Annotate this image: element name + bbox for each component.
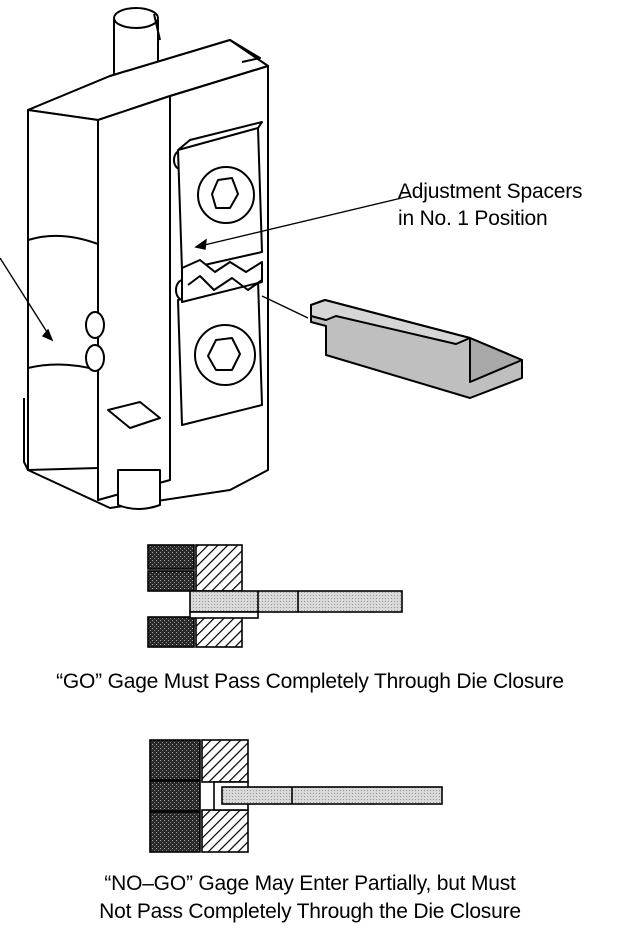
gage-bar bbox=[310, 299, 523, 399]
go-gage-section bbox=[147, 544, 403, 648]
adjustment-spacers-label: Adjustment Spacers in No. 1 Position bbox=[398, 178, 583, 232]
nogo-caption-line-1: “NO–GO” Gage May Enter Partially, but Mu… bbox=[104, 872, 516, 895]
adjustment-spacer bbox=[181, 259, 263, 303]
bottom-pin bbox=[117, 469, 161, 510]
go-caption: “GO” Gage Must Pass Completely Through D… bbox=[56, 670, 564, 693]
nogo-gage-section bbox=[149, 739, 443, 853]
nogo-caption-line-2: Not Pass Completely Through the Die Clos… bbox=[99, 900, 521, 923]
callout-line-2: in No. 1 Position bbox=[398, 207, 548, 230]
die-assembly bbox=[23, 7, 269, 510]
leader-lines bbox=[0, 195, 411, 342]
callout-line-1: Adjustment Spacers bbox=[398, 180, 583, 203]
